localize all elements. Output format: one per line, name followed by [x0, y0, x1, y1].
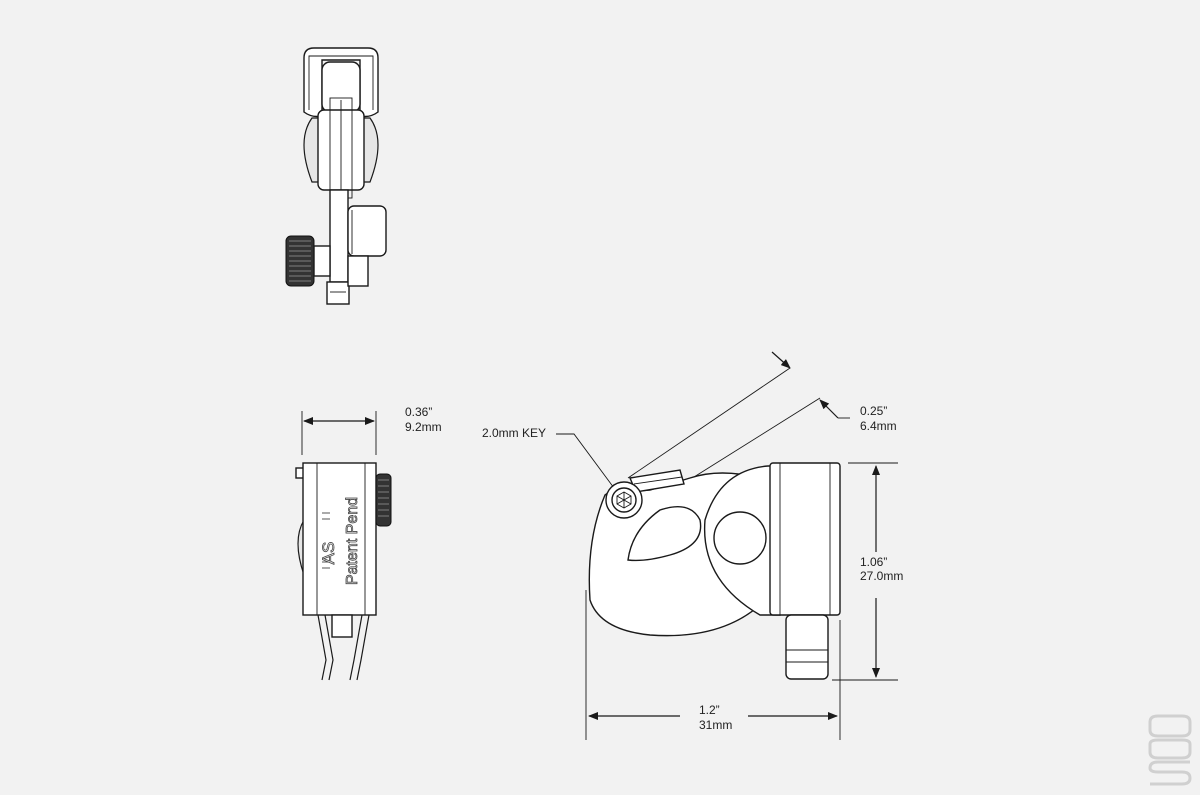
patent-emboss: Patent Pend — [344, 497, 361, 585]
side-view: 0.36” 9.2mm AS Patent Pend — [295, 405, 442, 681]
length-mm-label: 31mm — [699, 718, 732, 732]
height-in-label: 1.06” — [860, 555, 887, 569]
gap-in-label: 0.25” — [860, 404, 887, 418]
key-leader-line — [556, 433, 615, 489]
width-mm-label: 9.2mm — [405, 420, 442, 434]
gap-mm-label: 6.4mm — [860, 419, 897, 433]
side-knob-icon — [375, 473, 392, 527]
width-in-label: 0.36” — [405, 405, 432, 419]
length-in-label: 1.2” — [699, 703, 720, 717]
key-label: 2.0mm KEY — [482, 426, 546, 440]
front-view: 0.25” 6.4mm 2.0mm KEY — [482, 351, 903, 740]
knurled-knob-icon — [285, 235, 331, 287]
height-mm-label: 27.0mm — [860, 569, 903, 583]
hex-key-screw-icon — [605, 481, 643, 519]
top-view — [285, 47, 387, 305]
brand-emboss: AS — [319, 542, 338, 565]
brand-logo-icon — [1148, 714, 1192, 786]
